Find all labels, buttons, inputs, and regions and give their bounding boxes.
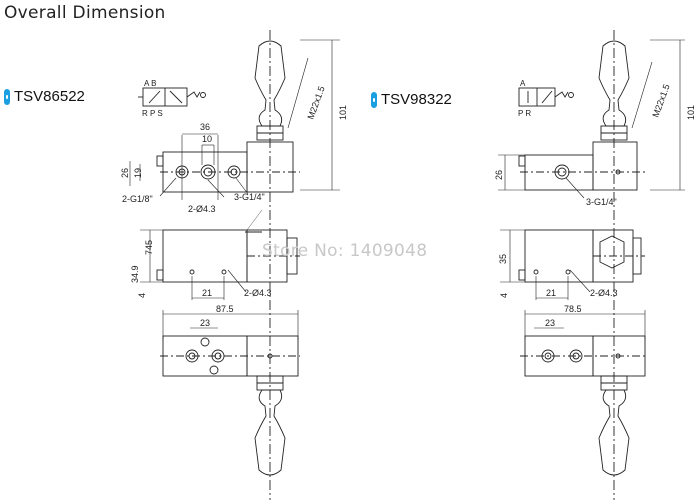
store-watermark: Store No: 1409048	[262, 241, 428, 261]
dim-hole-dist: 21	[202, 288, 212, 298]
dim-top-width: 36	[200, 122, 210, 132]
dim-side-h1: 26	[120, 168, 130, 178]
model-label-tsv98322: TSV98322	[371, 91, 452, 108]
dim-thread: M22x1.5	[305, 85, 326, 121]
body-top-tsv86522	[129, 39, 340, 200]
dim-port-spacing: 10	[202, 134, 212, 144]
dim-hole-dist: 21	[546, 288, 556, 298]
body-side-tsv98322	[500, 229, 645, 300]
dim-mount-holes-mid: 2-Ø4.3	[590, 288, 618, 298]
dim-bottom-spacing: 23	[545, 318, 555, 328]
model-name: TSV86522	[14, 88, 85, 105]
port-letters-top: A B	[144, 79, 156, 88]
dim-port-thread-right: 3-G1/4"	[234, 192, 265, 202]
body-bottom-tsv86522	[160, 310, 300, 377]
dim-length: 78.5	[564, 304, 582, 314]
dim-port-thread-left: 2-G1/8"	[122, 194, 153, 204]
dim-mount-holes-top: 2-Ø4.3	[188, 204, 216, 214]
port-letters-bottom: P R	[518, 109, 531, 118]
dim-length: 87.5	[216, 304, 234, 314]
dim-side-h1: 26	[494, 170, 504, 180]
handle-top-tsv98322	[598, 30, 630, 500]
dim-body-offset: 4	[137, 293, 147, 298]
dim-body-h2: 745	[144, 240, 154, 255]
body-bottom-tsv98322	[520, 310, 648, 377]
valve-symbol-tsv86522	[138, 87, 206, 107]
dim-port-thread-right: 3-G1/4"	[586, 197, 617, 207]
dim-body-h1: 34.9	[130, 265, 140, 283]
dim-thread: M22x1.5	[650, 83, 671, 119]
body-side-tsv86522	[140, 229, 300, 300]
model-name: TSV98322	[381, 91, 452, 108]
handle-top-tsv86522	[254, 30, 286, 500]
port-letters-top: A	[520, 79, 526, 88]
info-badge-icon	[4, 88, 10, 105]
dim-height: 101	[338, 105, 348, 120]
model-label-tsv86522: TSV86522	[4, 88, 85, 105]
port-letters-bottom: R P S	[142, 109, 163, 118]
dim-height: 101	[686, 105, 696, 120]
dim-body-offset: 4	[499, 293, 509, 298]
dim-mount-holes-mid: 2-Ø4.3	[244, 288, 272, 298]
handle-bottom-tsv86522	[254, 375, 286, 476]
page-title: Overall Dimension	[4, 3, 166, 23]
info-badge-icon	[371, 91, 377, 108]
valve-symbol-tsv98322	[518, 87, 574, 107]
dim-bottom-spacing: 23	[200, 318, 210, 328]
dim-side-h2: 19	[133, 168, 143, 178]
body-top-tsv98322	[498, 39, 685, 199]
handle-bottom-tsv98322	[598, 375, 630, 476]
dim-body-h: 35	[498, 254, 508, 264]
